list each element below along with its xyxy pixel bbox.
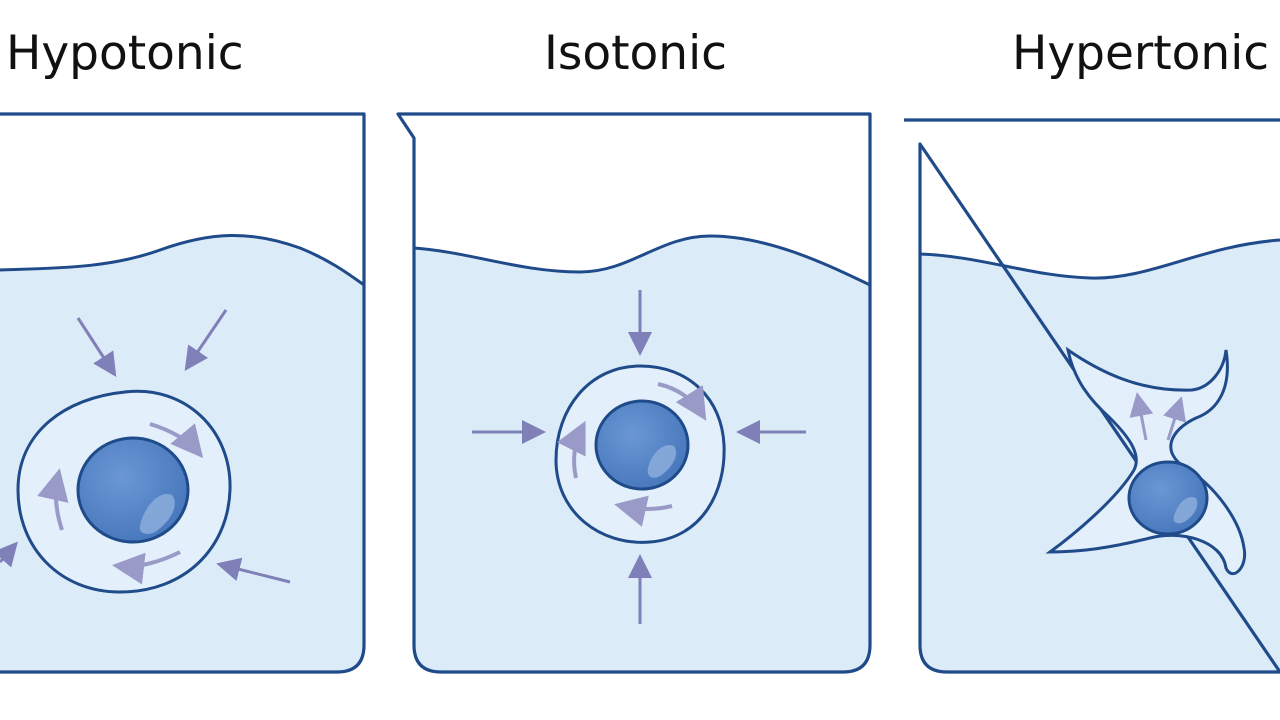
inner-arrow-iso-1 [657, 382, 707, 421]
nucleus-highlight-isotonic [647, 445, 677, 478]
inner-arrow-iso-2 [614, 495, 673, 527]
inner-arrow-iso-3 [556, 420, 586, 479]
beaker-hypotonic [0, 112, 366, 674]
arrow-hypo-4 [0, 541, 18, 568]
arrow-hypo-2 [184, 309, 228, 371]
inner-arrow-hypo-2 [112, 550, 181, 585]
arrow-hyper-2 [1163, 396, 1187, 441]
beaker-isotonic [396, 112, 872, 674]
panel-hypertonic [904, 118, 1280, 674]
title-hypotonic: Hypotonic [6, 26, 244, 81]
panel-hypotonic [0, 112, 366, 674]
title-hypertonic: Hypertonic [1012, 26, 1270, 81]
water-surface-hypotonic [0, 233, 365, 287]
water-surface-isotonic [413, 234, 871, 287]
inner-arrow-hypo-1 [149, 422, 204, 459]
arrow-hypo-1 [76, 317, 117, 378]
inner-arrow-hypo-3 [37, 468, 69, 531]
solution-hypertonic [920, 240, 1280, 672]
water-surface-hypertonic [919, 238, 1280, 280]
nucleus-hypotonic [76, 436, 190, 544]
nucleus-highlight-hypertonic [1173, 496, 1198, 524]
nucleus-highlight-hypotonic [139, 494, 175, 534]
beaker-hypertonic [904, 118, 1280, 674]
nucleus-isotonic [594, 399, 690, 491]
arrow-hyper-1 [1129, 392, 1154, 441]
title-isotonic: Isotonic [544, 26, 727, 81]
panel-isotonic [396, 112, 872, 674]
arrow-hypo-3 [216, 557, 291, 584]
